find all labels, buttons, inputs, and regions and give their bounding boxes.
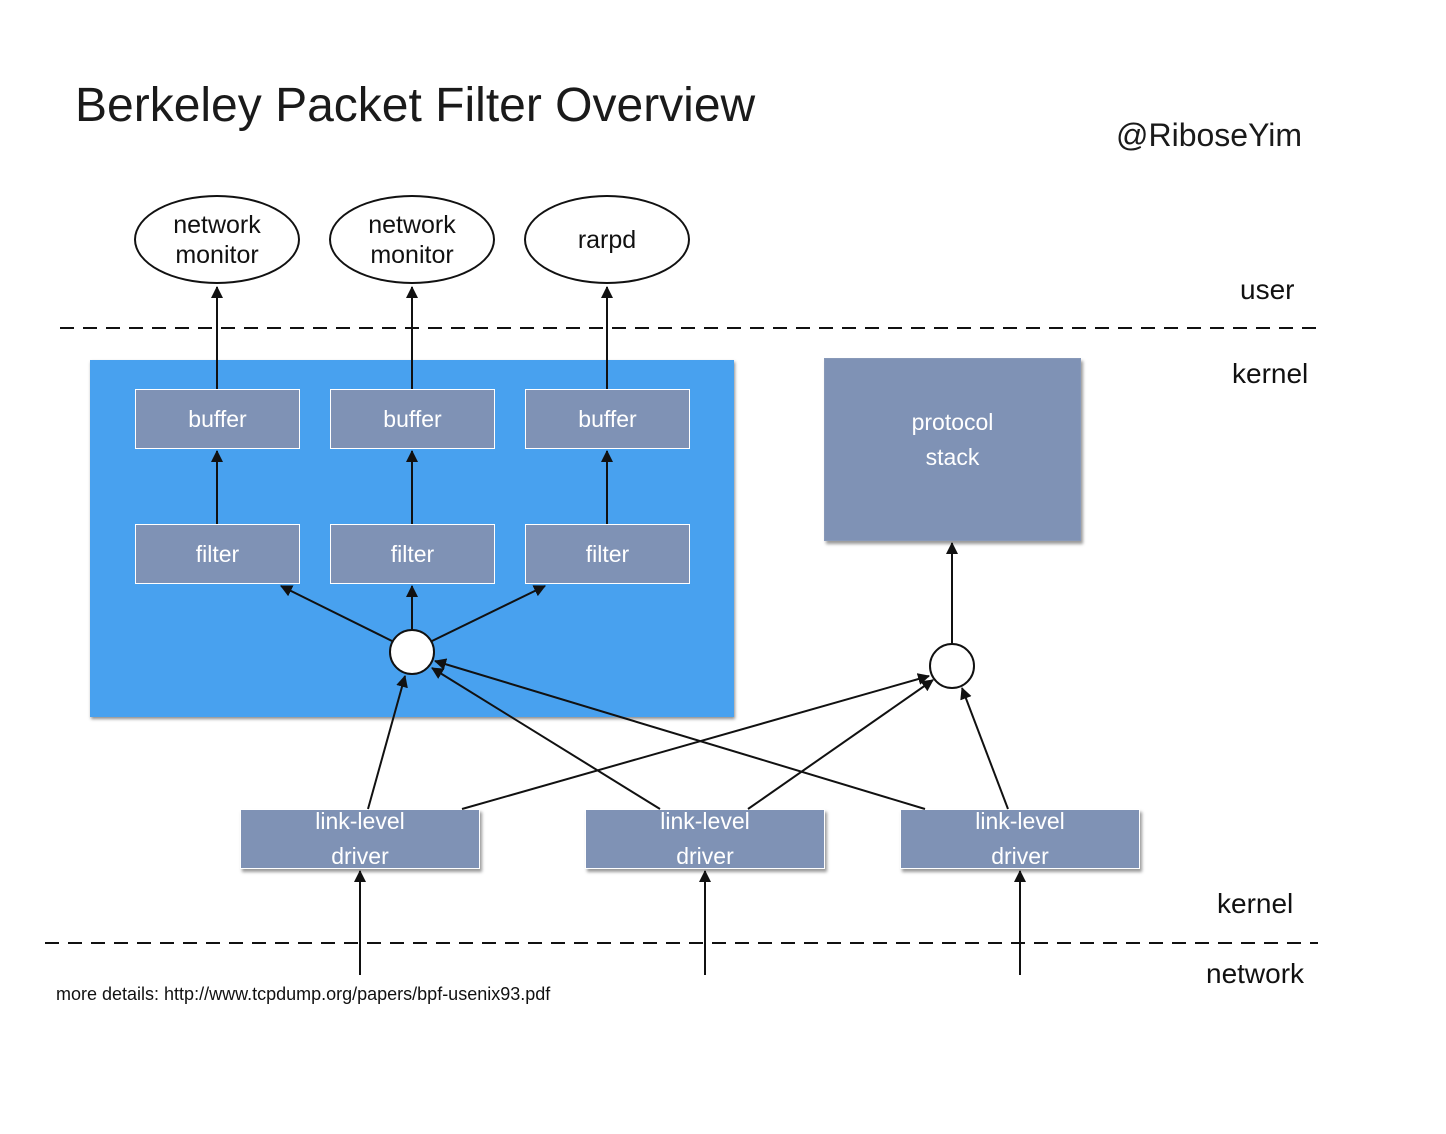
driver-label-line2: driver [676, 843, 734, 869]
filter-box-3: filter [525, 524, 690, 584]
driver-label-line1: link-level [660, 808, 750, 834]
protocol-stack-line1: protocol [911, 408, 994, 435]
footer-note: more details: http://www.tcpdump.org/pap… [56, 984, 551, 1004]
arrow-bpf-tap-to-filter3 [431, 585, 546, 642]
buffer-box-3: buffer [525, 389, 690, 449]
buffer-label: buffer [578, 405, 637, 432]
protocol-stack-line2: stack [925, 443, 980, 470]
driver-label-line1: link-level [315, 808, 405, 834]
filter-label: filter [390, 540, 435, 567]
driver-label-line1: link-level [975, 808, 1065, 834]
arrow-driver3-to-bpf-tap [434, 658, 926, 810]
zone-label-network: network [1206, 958, 1305, 989]
filter-label: filter [195, 540, 240, 567]
protocol-stack-box: protocol stack [824, 358, 1081, 541]
filter-box-1: filter [135, 524, 300, 584]
buffer-box-1: buffer [135, 389, 300, 449]
process-network-monitor-1: network monitor [134, 195, 300, 284]
process-rarpd: rarpd [524, 195, 690, 284]
zone-label-kernel-top: kernel [1232, 358, 1309, 389]
buffer-box-2: buffer [330, 389, 495, 449]
process-label-line1: network [173, 210, 261, 239]
process-label-line2: monitor [370, 240, 454, 269]
bpf-tap-node [389, 629, 435, 675]
buffer-label: buffer [188, 405, 247, 432]
link-level-driver-2: link-level driver [585, 808, 825, 869]
stack-tap-node [929, 643, 975, 689]
buffer-label: buffer [383, 405, 442, 432]
process-label-line1: rarpd [577, 225, 637, 254]
link-level-driver-1: link-level driver [240, 808, 480, 869]
zone-label-kernel-bottom: kernel [1217, 888, 1294, 919]
arrow-driver2-to-bpf-tap [431, 667, 661, 810]
driver-label-line2: driver [991, 843, 1049, 869]
arrow-driver1-to-bpf-tap [367, 675, 408, 810]
process-label-line2: monitor [175, 240, 259, 269]
process-network-monitor-2: network monitor [329, 195, 495, 284]
arrow-driver3-to-stack-tap [960, 687, 1009, 810]
arrow-driver1-to-stack-tap [461, 673, 930, 810]
page-title: Berkeley Packet Filter Overview [75, 79, 756, 132]
arrow-driver2-to-stack-tap [747, 679, 934, 810]
filter-label: filter [585, 540, 630, 567]
zone-label-user: user [1240, 274, 1295, 305]
driver-label-line2: driver [331, 843, 389, 869]
author-handle: @RiboseYim [1116, 117, 1303, 153]
process-label-line1: network [368, 210, 456, 239]
link-level-driver-3: link-level driver [900, 808, 1140, 869]
filter-box-2: filter [330, 524, 495, 584]
arrow-bpf-tap-to-filter1 [280, 585, 393, 642]
